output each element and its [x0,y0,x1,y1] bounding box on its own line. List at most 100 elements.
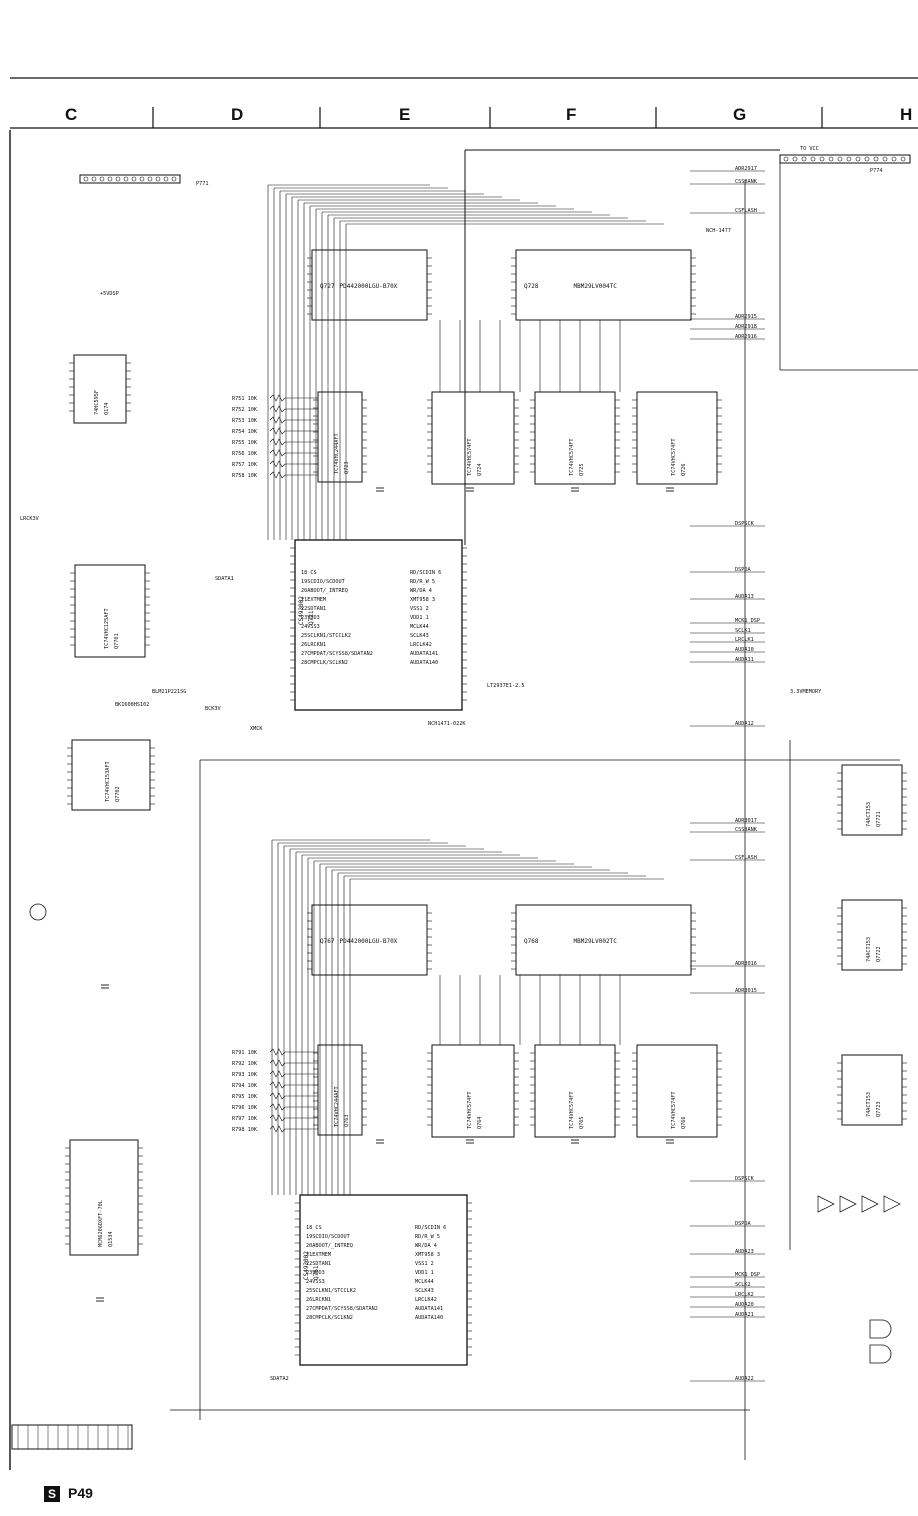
misc-label: NCH-1477 [706,228,731,234]
connector-pin [83,176,89,182]
ic-q763 [317,1044,363,1136]
ic-ref-label: Q727 [320,283,335,290]
connector-pin [107,176,113,182]
ic-ref-label: Q1534 [108,1231,114,1247]
signal-label: CSSBANK [735,827,758,833]
misc-label: TO VCC [800,146,819,152]
ic-ref-label: Q761 [313,1265,320,1280]
page-number: P49 [68,1485,93,1501]
ic-ref-label: Q7701 [114,633,120,649]
misc-label: SDATA1 [215,576,234,582]
connector-pin [819,156,825,162]
ic-ref-label: Q7721 [876,811,882,827]
ic-q764 [431,1044,515,1138]
connector-pin [131,176,137,182]
ic-part-label: CS493002 [298,596,305,625]
resistor-symbol [269,1081,286,1089]
cs-pin-label: RD/R_W 5 [415,1234,440,1240]
resistor-label-bottom: R792 10K [232,1061,258,1067]
buffer-gate [883,1195,901,1213]
connector-pin [171,176,177,182]
ic-part-label: 74ACT153 [866,1092,872,1117]
signal-label: MCK1 DSP [735,618,760,624]
signal-label: AUDA21 [735,1312,754,1318]
ic-q1534 [69,1139,139,1256]
ic-ref-label: Q726 [681,464,687,477]
cs-pin-label: AUDATA140 [410,660,438,666]
ic-part-label: TC74VHC125AFT [104,608,110,649]
misc-label: 3.3VMEMORY [790,689,822,695]
ic-q765 [534,1044,616,1138]
signal-label: AUDA13 [735,594,754,600]
resistor-label-bottom: R797 10K [232,1116,258,1122]
resistor-label-bottom: R798 10K [232,1127,258,1133]
and-gate [869,1319,892,1339]
cs-pin-label: 28CMPCLK/SCLKN2 [306,1315,353,1321]
cs-pin-label: XMT958 3 [415,1252,440,1258]
signal-label: ADR2918 [735,324,757,330]
ic-ref-label: Q767 [320,938,335,945]
cs-pin-label: 22SDTAN1 [301,606,326,612]
ic-ref-label: Q7723 [876,1101,882,1117]
cs-pin-label: LRCLK42 [410,642,432,648]
column-header-h: H [900,105,913,124]
resistor-symbol [269,405,286,413]
resistor-symbol [269,438,286,446]
ic-part-label: CS493002 [303,1251,310,1280]
misc-label: LT2937E1-2.5 [487,683,524,689]
ic-ref-label: Q764 [477,1117,483,1130]
resistor-symbol [269,427,286,435]
resistor-label-top: R758 10K [232,473,258,479]
signal-label: AUDA23 [735,1249,754,1255]
signal-label: DSPDA [735,567,751,573]
ic-q766 [636,1044,718,1138]
resistor-label-bottom: R793 10K [232,1072,258,1078]
ic-ref-label: Q7702 [115,786,121,802]
ic-ref-label: Q728 [524,283,539,290]
cs-pin-label: MCLK44 [415,1279,434,1285]
cs-pin-label: 28CMPCLK/SCLKN2 [301,660,348,666]
connector-pin [891,156,897,162]
signal-label: ADR3017 [735,818,757,824]
signal-label: CSSBANK [735,179,758,185]
resistor-label-top: R755 10K [232,440,258,446]
ic-part-label: MCM6206DXFT-70L [98,1200,104,1247]
misc-label: NCH1471-022K [428,721,466,727]
ic-part-label: TC74VHC574FT [467,1092,473,1129]
ic-part-label: TC74VHC574FT [467,439,473,476]
cs-pin-label: RD/SCDIN 6 [415,1225,446,1231]
resistor-label-top: R751 10K [232,396,258,402]
ic-ref-label: Q765 [579,1117,585,1130]
buffer-gate [839,1195,857,1213]
ic-ref-label: Q724 [477,464,483,477]
cs-pin-label: RD/R_W 5 [410,579,435,585]
ic-part-label: 74ACT153 [866,802,872,827]
connector-pin [115,176,121,182]
signal-label: LRCLK1 [735,637,754,643]
cs-pin-label: 27CMPDAT/SCYSS8/SDATAN2 [301,651,373,657]
ic-ref-label: Q725 [579,464,585,477]
column-header-d: D [231,105,244,124]
ic-q768 [515,904,692,976]
ic-ref-label: Q174 [104,403,110,416]
cs-pin-label: VDD1 1 [415,1270,434,1276]
signal-label: DSPSCK [735,1176,755,1182]
connector-pin [91,176,97,182]
signal-label: SCLK2 [735,1282,751,1288]
cs-pin-label: AUDATA141 [415,1306,443,1312]
signal-label: DSPDA [735,1221,751,1227]
connector-pin [900,156,906,162]
buffer-gate [861,1195,879,1213]
ic-part-label: PD442000LGU-B70X [340,283,398,290]
column-header-e: E [399,105,411,124]
signal-label: SCLK1 [735,628,751,634]
resistor-symbol [269,471,286,479]
resistor-symbol [269,1103,286,1111]
ic-part-label: TC74VHC244AFT [334,433,340,474]
resistor-label-bottom: R795 10K [232,1094,258,1100]
cs-pin-label: 20ABOOT/_INTREQ [306,1243,353,1249]
connector-pin [882,156,888,162]
signal-label: ADR2917 [735,166,757,172]
ic-q767 [311,904,428,976]
